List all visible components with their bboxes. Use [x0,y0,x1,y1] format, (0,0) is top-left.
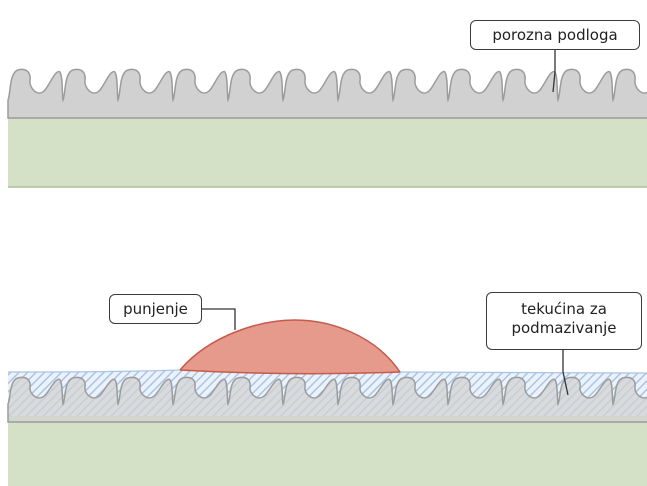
label-lubricant-line1: tekućina za [487,300,641,319]
leader-filling [202,309,235,330]
base-substrate-top [8,110,647,187]
label-porous-substrate: porozna podloga [470,20,640,50]
label-porous-substrate-text: porozna podloga [492,26,617,44]
porous-layer-top [8,69,647,118]
label-filling-text: punjenje [123,300,188,318]
label-filling: punjenje [109,294,202,324]
droplet [180,320,400,374]
label-lubricant: tekućina za podmazivanje [486,292,642,350]
base-substrate-bottom [8,412,647,486]
top-panel [8,69,647,187]
label-lubricant-line2: podmazivanje [487,319,641,338]
